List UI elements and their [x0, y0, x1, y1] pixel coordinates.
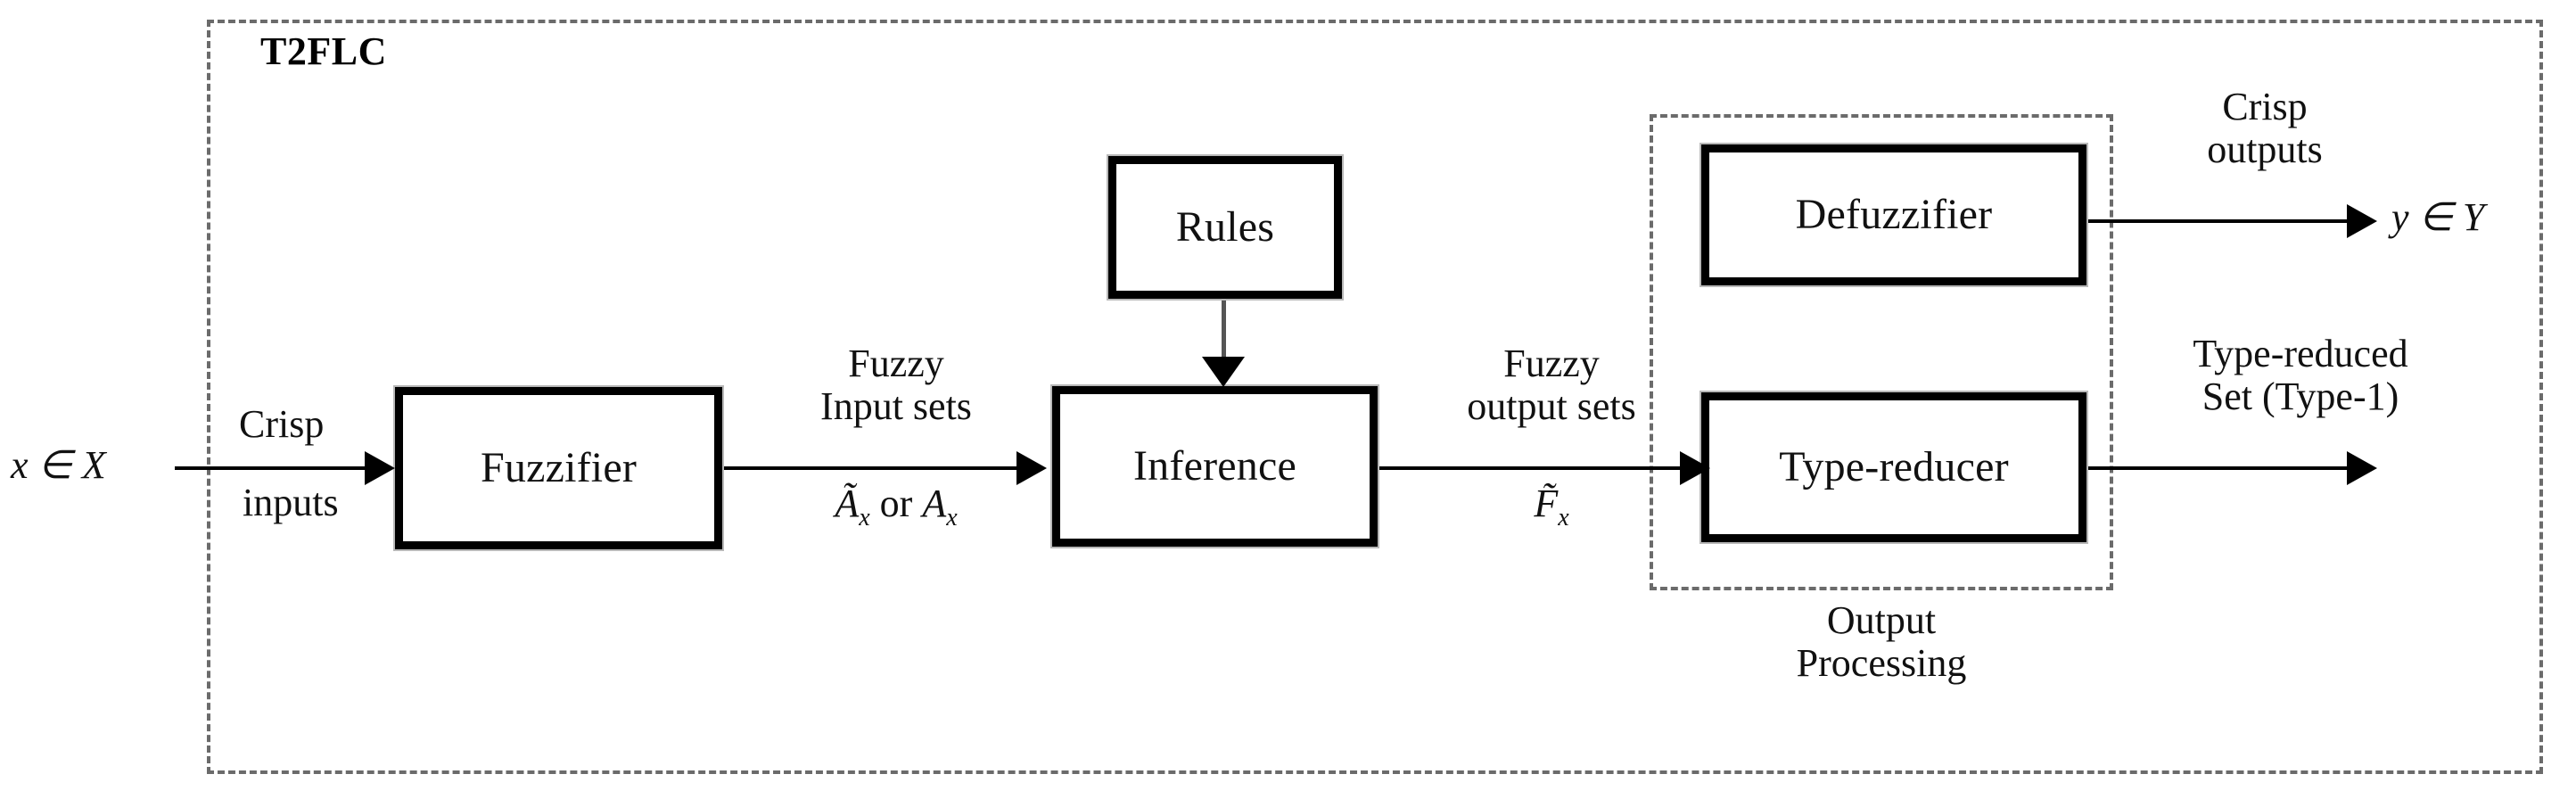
type-reduced-line2: Set (Type-1) [2202, 374, 2399, 418]
inference-label: Inference [1133, 442, 1296, 490]
arrowhead-defuzzifier-to-output [2347, 204, 2377, 238]
arrowhead-typereducer-to-output [2347, 451, 2377, 485]
fuzzy-input-sets-math: Ãx or Ax [762, 482, 1030, 531]
fuzzy-input-sets-line1: Fuzzy [848, 342, 944, 385]
fuzzy-input-sets-label: Fuzzy Input sets [762, 342, 1030, 427]
t2flc-container [207, 20, 2543, 774]
defuzzifier-label: Defuzzifier [1795, 191, 1993, 238]
edge-input-to-fuzzifier [175, 466, 369, 470]
edge-fuzzifier-to-inference [722, 466, 1018, 470]
arrowhead-fuzzifier-to-inference [1016, 451, 1047, 485]
inference-block[interactable]: Inference [1050, 384, 1379, 548]
type-reduced-set-label: Type-reduced Set (Type-1) [2122, 333, 2479, 417]
fuzzy-input-sets-subscript-a: x [859, 503, 870, 531]
fuzzy-output-sets-math: F̃x [1418, 482, 1685, 531]
edge-rules-to-inference [1222, 299, 1226, 361]
fuzzy-input-sets-conjunction: or [869, 482, 923, 525]
edge-typereducer-to-output [2086, 466, 2352, 470]
fuzzifier-label: Fuzzifier [480, 444, 638, 491]
fuzzy-output-sets-line1: Fuzzy [1503, 342, 1600, 385]
output-symbol: y ∈ Y [2391, 195, 2485, 239]
arrowhead-rules-to-inference [1202, 357, 1245, 387]
fuzzy-output-sets-line2: output sets [1467, 383, 1636, 428]
input-symbol: x ∈ X [11, 443, 106, 487]
output-processing-label: Output Processing [1650, 599, 2113, 684]
output-processing-label-line2: Processing [1796, 640, 1967, 685]
fuzzy-output-sets-subscript: x [1558, 503, 1569, 531]
crisp-outputs-line2: outputs [2207, 127, 2323, 171]
fuzzy-input-sets-symbol-b: A [922, 482, 947, 525]
edge-defuzzifier-to-output [2086, 219, 2352, 223]
fuzzy-input-sets-line2: Input sets [820, 383, 972, 428]
crisp-inputs-line2: inputs [243, 481, 339, 524]
fuzzy-output-sets-label: Fuzzy output sets [1418, 342, 1685, 427]
type-reduced-line1: Type-reduced [2193, 332, 2408, 375]
output-processing-container [1650, 114, 2113, 590]
fuzzy-input-sets-symbol-a: Ã [835, 482, 860, 525]
crisp-inputs-label-2: inputs [243, 482, 339, 524]
type-reducer-label: Type-reducer [1779, 443, 2009, 490]
crisp-inputs-label: Crisp [239, 403, 324, 446]
fuzzy-input-sets-subscript-b: x [946, 503, 958, 531]
arrowhead-inference-to-typereducer [1680, 451, 1710, 485]
crisp-inputs-line1: Crisp [239, 402, 325, 446]
output-processing-label-line1: Output [1826, 598, 1937, 642]
type-reducer-block[interactable]: Type-reducer [1700, 391, 2088, 544]
fuzzifier-block[interactable]: Fuzzifier [393, 385, 724, 551]
crisp-outputs-label: Crisp outputs [2140, 86, 2390, 170]
rules-label: Rules [1175, 203, 1275, 251]
edge-inference-to-typereducer [1378, 466, 1685, 470]
arrowhead-input-to-fuzzifier [365, 451, 395, 485]
crisp-outputs-line1: Crisp [2222, 85, 2308, 128]
t2flc-title: T2FLC [260, 29, 387, 73]
defuzzifier-block[interactable]: Defuzzifier [1700, 143, 2088, 287]
fuzzy-output-sets-symbol: F̃ [1534, 482, 1559, 525]
rules-block[interactable]: Rules [1107, 154, 1344, 301]
